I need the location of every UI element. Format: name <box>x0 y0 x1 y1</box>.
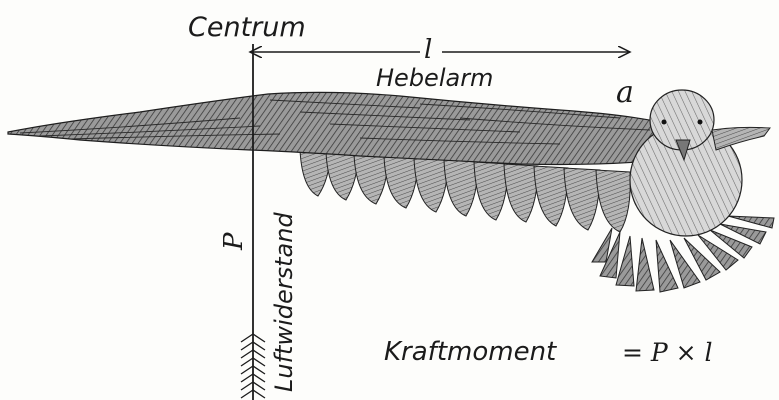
torque-label: Kraftmoment <box>384 337 557 367</box>
torque-formula: = P × l <box>622 338 713 367</box>
point-a-label: a <box>616 75 634 110</box>
air-resistance-label: Luftwiderstand <box>270 212 298 392</box>
pigeon-illustration <box>8 90 774 292</box>
lever-arm-label: Hebelarm <box>376 64 493 92</box>
annotations: Centrum l Hebelarm a P Luftwiderstand Kr… <box>188 12 713 400</box>
bird-eye <box>662 120 667 125</box>
right-wing-stub <box>712 127 770 150</box>
lever-length-label: l <box>424 35 432 65</box>
centrum-label: Centrum <box>188 12 306 43</box>
force-label: P <box>219 232 249 251</box>
